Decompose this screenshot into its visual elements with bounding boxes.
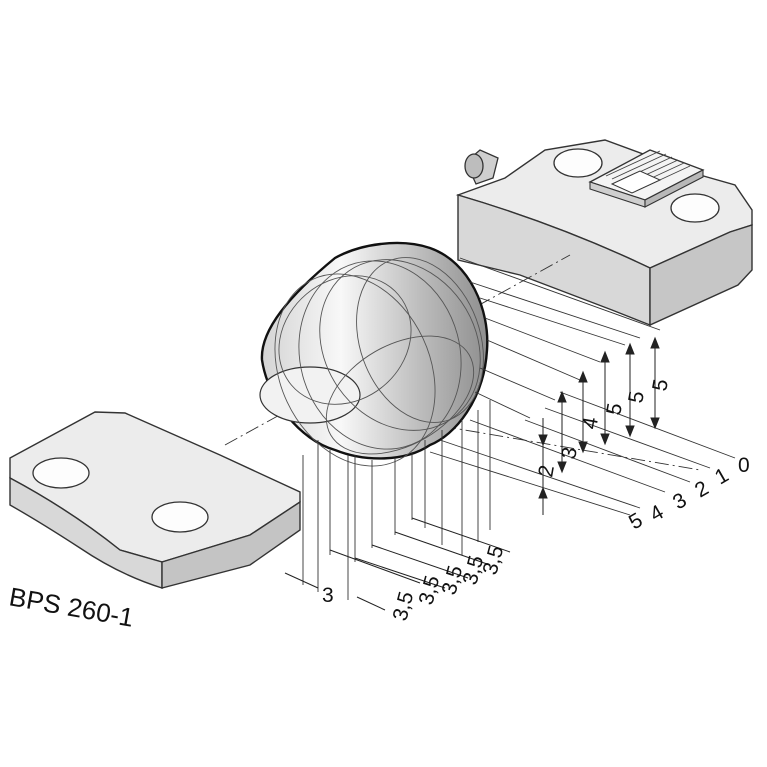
horizontal-dimension-values: 3 3,5 3,5 3,5 3,5 3,5 — [322, 543, 508, 623]
offset-label-2: 2 — [691, 477, 713, 503]
horizontal-dim-3: 3 — [322, 584, 334, 607]
offset-label-0: 0 — [738, 454, 750, 477]
offset-label-1: 1 — [711, 464, 733, 490]
offset-label-4: 4 — [646, 500, 668, 526]
horizontal-dim-3-5-a: 3,5 — [389, 589, 419, 623]
vertical-dim-3: 3 — [557, 445, 582, 461]
detection-cone — [259, 241, 489, 467]
vertical-dim-2: 2 — [534, 463, 559, 479]
horizontal-dim-3-5-e: 3,5 — [479, 543, 509, 577]
offset-scale: 5 4 3 2 1 0 — [625, 454, 750, 534]
horizontal-dimension-lines — [284, 517, 511, 611]
offset-label-5: 5 — [625, 509, 647, 535]
vertical-dim-5b: 5 — [624, 389, 649, 405]
vertical-dimension-lines — [538, 336, 660, 515]
vertical-dim-5c: 5 — [648, 377, 673, 393]
horizontal-extension-lines — [302, 400, 491, 600]
vertical-dim-5a: 5 — [602, 401, 627, 417]
read-head — [455, 139, 753, 327]
vertical-dim-4: 4 — [578, 415, 603, 431]
vertical-extension-lines — [429, 257, 736, 516]
vertical-dimension-values: 2 3 4 5 5 5 — [534, 377, 673, 479]
offset-label-3: 3 — [669, 489, 691, 515]
product-label: BPS 260-1 — [7, 581, 136, 632]
code-carrier — [9, 411, 301, 589]
